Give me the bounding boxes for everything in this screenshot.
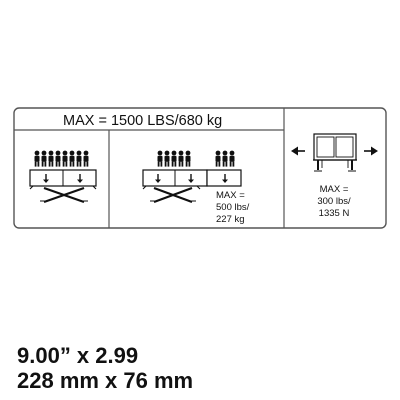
push-force-newtons: 1335 N: [319, 208, 350, 219]
arrow-right-icon: [364, 146, 378, 156]
platform-icon: [313, 133, 357, 172]
side-load-kg: 227 kg: [216, 214, 245, 225]
push-force-lbs: 300 lbs/: [317, 196, 351, 207]
dimensions-imperial: 9.00” x 2.99: [17, 343, 139, 368]
decal-border: [13, 107, 387, 229]
arrow-left-icon: [291, 146, 305, 156]
max-capacity-header: MAX = 1500 LBS/680 kg: [63, 113, 222, 129]
scissor-lift-icon: [142, 185, 201, 204]
panel-side-load: MAX = 500 lbs/ 227 kg: [142, 150, 250, 225]
extension-deck-icon: [206, 169, 242, 187]
panel-push-force: MAX = 300 lbs/ 1335 N: [291, 133, 378, 219]
scissor-lift-icon: [29, 185, 97, 204]
side-load-max-label: MAX =: [216, 190, 245, 201]
push-force-max-label: MAX =: [320, 184, 349, 195]
panel-full-load: [29, 150, 97, 204]
side-load-lbs: 500 lbs/: [216, 202, 250, 213]
dimensions-metric: 228 mm x 76 mm: [17, 368, 194, 393]
